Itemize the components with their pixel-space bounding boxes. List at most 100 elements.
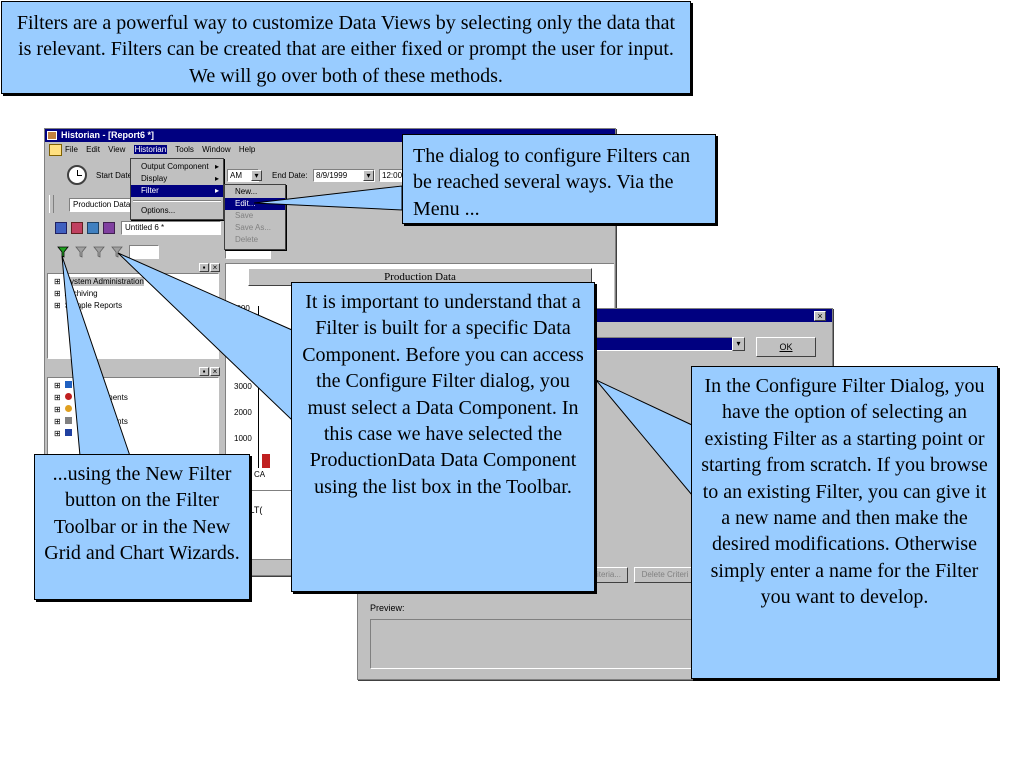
menu-item-filter[interactable]: Filter ▸ <box>131 185 223 197</box>
start-date-label: Start Date <box>96 171 133 180</box>
connector-toolbar <box>117 252 293 422</box>
delete-criteria-button[interactable]: Delete Criteri <box>634 567 696 583</box>
delete-report-icon[interactable] <box>103 222 115 234</box>
chart-title: Production Data <box>384 271 456 283</box>
menu-tools[interactable]: Tools <box>175 145 194 154</box>
dialog-close-icon[interactable]: × <box>814 311 826 321</box>
menu-item-options[interactable]: Options... <box>131 205 223 217</box>
preview-box <box>370 619 702 669</box>
pane-minimize-icon[interactable]: ▪ <box>199 263 209 272</box>
open-report-icon[interactable] <box>71 222 83 234</box>
menu-window[interactable]: Window <box>202 145 231 154</box>
start-time-dropdown[interactable]: ▾ <box>251 170 262 181</box>
top-callout: Filters are a powerful way to customize … <box>1 1 691 94</box>
tree-item-extra[interactable]: ⊞ <box>54 428 218 440</box>
tree-item-label: Archiving <box>64 289 98 298</box>
submenu-item-save-as[interactable]: Save As... <box>225 222 285 234</box>
ok-label: OK <box>779 342 793 352</box>
new-filter-button-callout: ...using the New Filter button on the Fi… <box>34 454 250 600</box>
submenu-arrow-icon: ▸ <box>214 174 219 183</box>
save-report-icon[interactable] <box>87 222 99 234</box>
connector-new-filter <box>61 255 131 457</box>
tree-item-archiving[interactable]: ⊞Archiving <box>54 289 98 298</box>
y-tick-1000: 1000 <box>234 434 252 443</box>
delete-criteria-label: Delete Criteri <box>641 570 689 579</box>
menu-help[interactable]: Help <box>238 145 256 154</box>
menu-file[interactable]: File <box>65 145 78 154</box>
edit-filter-icon[interactable] <box>75 246 87 258</box>
menu-item-label: Output Component <box>141 162 209 171</box>
historian-menu: Output Component ▸ Display ▸ Filter ▸ Optio… <box>130 158 224 220</box>
chart-bar <box>262 454 270 468</box>
filter-submenu: New... Edit... Save Save As... Delete <box>224 184 286 250</box>
menu-edit[interactable]: Edit <box>86 145 100 154</box>
connector-dialog <box>595 379 693 497</box>
data-component-callout-text: It is important to understand that a Fil… <box>302 291 584 498</box>
toolbar-grip <box>49 195 54 213</box>
submenu-arrow-icon: ▸ <box>214 162 219 171</box>
menu-item-output-component[interactable]: Output Component ▸ <box>131 161 223 173</box>
end-time-value: 12:00 <box>382 171 403 180</box>
start-time-value: AM <box>230 171 242 180</box>
submenu-item-save[interactable]: Save <box>225 210 285 222</box>
top-callout-text: Filters are a powerful way to customize … <box>16 12 676 87</box>
dialog-access-callout-text: The dialog to configure Filters can be r… <box>413 145 691 220</box>
configure-dialog-callout-text: In the Configure Filter Dialog, you have… <box>701 375 988 609</box>
pane-buttons-top: ▪ × <box>199 263 221 272</box>
criteria-label: iteria... <box>596 570 621 579</box>
new-report-icon[interactable] <box>55 222 67 234</box>
submenu-item-label: Delete <box>235 235 259 244</box>
x-label-fragment: CA <box>254 470 266 479</box>
menu-historian[interactable]: Historian <box>133 145 168 154</box>
submenu-item-label: New... <box>235 187 258 196</box>
submenu-item-label: Save As... <box>235 223 272 232</box>
new-filter-button-callout-text: ...using the New Filter button on the Fi… <box>44 463 240 565</box>
tree-item-sample-reports[interactable]: ⊞Sample Reports <box>54 301 123 310</box>
menu-separator <box>133 200 221 202</box>
tree-item-label: Sample Reports <box>64 301 123 310</box>
submenu-item-new[interactable]: New... <box>225 186 285 198</box>
save-filter-icon[interactable] <box>93 246 105 258</box>
menu-item-display[interactable]: Display ▸ <box>131 173 223 185</box>
preview-label: Preview: <box>370 603 405 613</box>
end-date-dropdown[interactable]: ▾ <box>363 170 374 181</box>
criteria-button[interactable]: iteria... <box>590 567 628 583</box>
end-date-field[interactable]: 8/9/1999 <box>313 169 375 182</box>
delete-filter-icon[interactable] <box>111 246 123 258</box>
pane-buttons-bottom: ▪ × <box>199 367 221 376</box>
filter-toolbar <box>51 243 159 261</box>
end-date-label: End Date: <box>272 171 308 180</box>
report-select-value: Untitled 6 * <box>125 223 165 232</box>
dialog-access-callout: The dialog to configure Filters can be r… <box>402 134 716 224</box>
menu-item-label: Filter <box>141 186 159 195</box>
submenu-item-label: Edit... <box>235 199 256 208</box>
report-select[interactable]: Untitled 6 * <box>121 221 221 235</box>
tree-item-label: System Administration <box>64 277 144 286</box>
tree-item-system-administration[interactable]: ⊞System Administration <box>54 277 144 286</box>
menu-view[interactable]: View <box>108 145 126 154</box>
end-date-value: 8/9/1999 <box>316 171 348 180</box>
submenu-arrow-icon: ▸ <box>214 186 219 195</box>
menu-bar: File Edit View Historian Tools Window He… <box>45 144 615 156</box>
submenu-item-label: Save <box>235 211 254 220</box>
pane-close-icon[interactable]: × <box>210 367 220 376</box>
submenu-item-delete[interactable]: Delete <box>225 234 285 246</box>
mdi-doc-icon <box>49 144 62 156</box>
menu-item-label: Options... <box>141 206 176 215</box>
y-tick-3000: 3000 <box>234 382 252 391</box>
filter-select[interactable] <box>129 245 159 259</box>
connector-menu <box>253 185 403 211</box>
ok-button[interactable]: OK <box>756 337 816 357</box>
data-component-callout: It is important to understand that a Fil… <box>291 282 595 592</box>
y-tick-2000: 2000 <box>234 408 252 417</box>
menu-item-label: Display <box>141 174 168 183</box>
data-component-value: Production Data <box>73 200 131 209</box>
filter-combo-dropdown[interactable]: ▾ <box>732 337 745 351</box>
historian-app-icon <box>47 131 57 140</box>
clock-icon[interactable] <box>67 165 87 185</box>
pane-close-icon[interactable]: × <box>210 263 220 272</box>
pane-minimize-icon[interactable]: ▪ <box>199 367 209 376</box>
configure-dialog-callout: In the Configure Filter Dialog, you have… <box>691 366 998 679</box>
new-filter-icon[interactable] <box>57 246 69 258</box>
